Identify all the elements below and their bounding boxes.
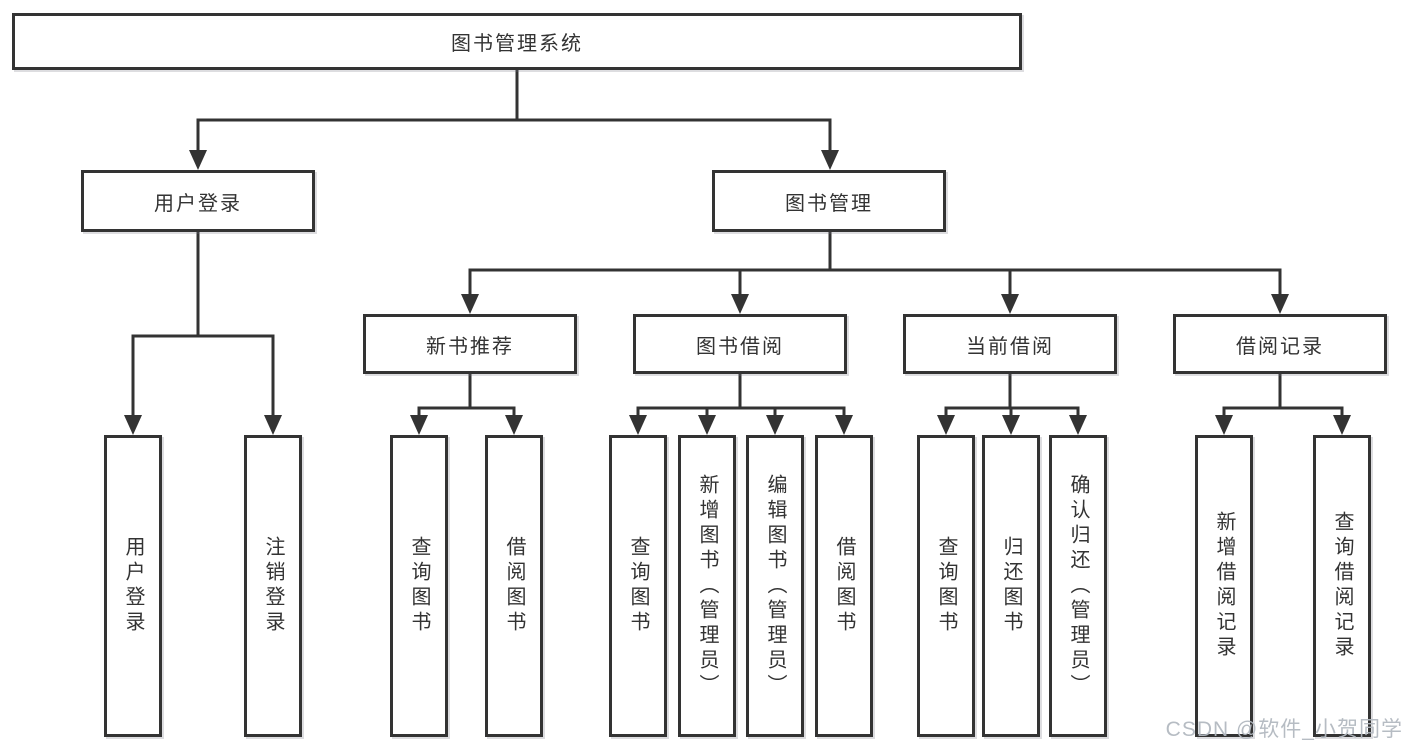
node-label: 用户登录	[154, 192, 242, 215]
arrow-icon	[505, 415, 523, 435]
leaf-label: 查询借阅记录	[1331, 511, 1353, 661]
leaf-logout: 注销登录	[244, 435, 302, 737]
leaf-label: 编辑图书（管理员）	[764, 473, 786, 699]
node-label: 借阅记录	[1236, 335, 1324, 358]
leaf-label: 用户登录	[122, 536, 144, 636]
arrow-icon	[698, 415, 716, 435]
arrow-icon	[1069, 415, 1087, 435]
leaf-label: 借阅图书	[833, 536, 855, 636]
leaf-label: 归还图书	[1000, 536, 1022, 636]
arrow-icon	[1333, 415, 1351, 435]
leaf-query-borrow-record: 查询借阅记录	[1313, 435, 1371, 737]
leaf-query-books-2: 查询图书	[609, 435, 667, 737]
arrow-icon	[937, 415, 955, 435]
arrow-icon	[461, 294, 479, 314]
arrow-icon	[629, 415, 647, 435]
arrow-icon	[821, 150, 839, 170]
arrow-icon	[264, 415, 282, 435]
arrow-icon	[124, 415, 142, 435]
arrow-icon	[766, 415, 784, 435]
leaf-return-books: 归还图书	[982, 435, 1040, 737]
leaf-user-login: 用户登录	[104, 435, 162, 737]
arrow-icon	[189, 150, 207, 170]
node-new-book-recommendation: 新书推荐	[363, 314, 577, 374]
leaf-label: 查询图书	[627, 536, 649, 636]
leaf-add-borrow-record: 新增借阅记录	[1195, 435, 1253, 737]
node-current-borrowing: 当前借阅	[903, 314, 1117, 374]
arrow-icon	[1271, 294, 1289, 314]
arrow-icon	[835, 415, 853, 435]
node-label: 图书借阅	[696, 335, 784, 358]
leaf-label: 注销登录	[262, 536, 284, 636]
leaf-confirm-return-admin: 确认归还（管理员）	[1049, 435, 1107, 737]
node-book-management: 图书管理	[712, 170, 946, 232]
leaf-edit-books-admin: 编辑图书（管理员）	[746, 435, 804, 737]
node-book-borrowing: 图书借阅	[633, 314, 847, 374]
arrow-icon	[1002, 415, 1020, 435]
node-label: 图书管理系统	[451, 33, 583, 55]
leaf-label: 查询图书	[935, 536, 957, 636]
leaf-label: 查询图书	[408, 536, 430, 636]
node-borrowing-records: 借阅记录	[1173, 314, 1387, 374]
node-library-management-system: 图书管理系统	[12, 13, 1022, 70]
watermark: CSDN @软件_小贺同学	[1165, 718, 1403, 741]
arrow-icon	[1001, 294, 1019, 314]
arrow-icon	[1215, 415, 1233, 435]
leaf-query-books-1: 查询图书	[390, 435, 448, 737]
leaf-borrow-books-1: 借阅图书	[485, 435, 543, 737]
leaf-add-books-admin: 新增图书（管理员）	[678, 435, 736, 737]
arrow-icon	[410, 415, 428, 435]
leaf-label: 确认归还（管理员）	[1067, 473, 1089, 699]
leaf-label: 新增图书（管理员）	[696, 473, 718, 699]
leaf-query-books-3: 查询图书	[917, 435, 975, 737]
node-label: 图书管理	[785, 192, 873, 215]
node-label: 新书推荐	[426, 335, 514, 358]
arrowheads	[124, 150, 1351, 435]
arrow-icon	[731, 294, 749, 314]
leaf-borrow-books-2: 借阅图书	[815, 435, 873, 737]
node-label: 当前借阅	[966, 335, 1054, 358]
leaf-label: 借阅图书	[503, 536, 525, 636]
node-user-login-branch: 用户登录	[81, 170, 315, 232]
leaf-label: 新增借阅记录	[1213, 511, 1235, 661]
